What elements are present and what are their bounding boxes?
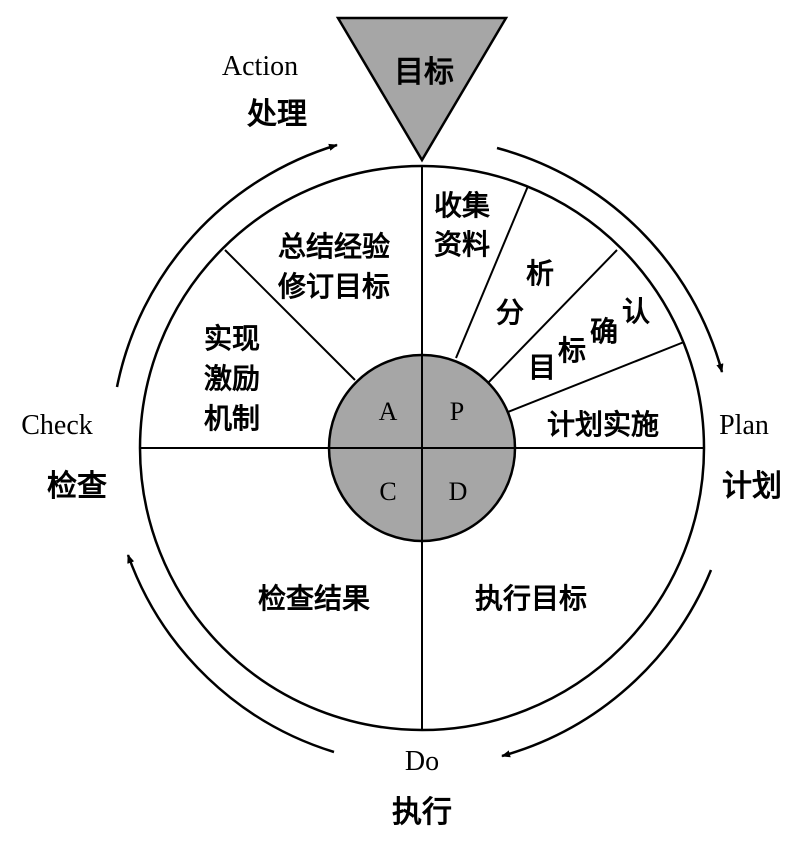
segment-implement-plan: 计划实施 (547, 408, 659, 441)
segment-check-result: 检查结果 (258, 582, 370, 615)
label-action-zh: 处理 (246, 97, 307, 132)
arrow-action-to-plan (496, 146, 724, 373)
arrow-do-to-check (126, 554, 335, 754)
segment-incentive-line1: 实现 (204, 322, 260, 355)
letter-c: C (379, 477, 396, 506)
label-do-en: Do (405, 746, 439, 777)
segment-summary-line1: 总结经验 (278, 230, 390, 263)
divider-plan-segment-3 (507, 341, 685, 413)
label-check-en: Check (21, 410, 93, 441)
label-do-zh: 执行 (392, 795, 452, 830)
segment-analyze-char2: 分 (496, 296, 524, 329)
segment-collect-line2: 资料 (434, 228, 490, 261)
label-plan-en: Plan (719, 410, 769, 441)
label-check-zh: 检查 (47, 469, 107, 504)
segment-confirm-char4: 认 (622, 295, 650, 328)
label-plan-zh: 计划 (722, 469, 782, 504)
segment-incentive-line3: 机制 (204, 402, 260, 435)
segment-summary-line2: 修订目标 (277, 270, 390, 303)
arrow-plan-to-do (501, 569, 713, 758)
divider-action-segment (224, 249, 356, 381)
letter-a: A (379, 397, 398, 426)
divider-plan-segment-1 (455, 185, 529, 359)
label-action-en: Action (222, 51, 298, 82)
segment-confirm-char3: 确 (590, 315, 618, 348)
arrow-check-to-action (115, 143, 338, 388)
segment-collect-line1: 收集 (434, 189, 490, 222)
segment-confirm-char2: 标 (558, 334, 586, 367)
target-triangle (335, 16, 509, 163)
segment-incentive-line2: 激励 (204, 362, 260, 395)
segment-analyze-char1: 析 (526, 257, 554, 290)
target-label: 目标 (394, 55, 454, 90)
letter-p: P (450, 397, 464, 426)
letter-d: D (449, 477, 468, 506)
segment-confirm-char1: 目 (528, 351, 556, 384)
segment-execute-target: 执行目标 (475, 582, 587, 615)
divider-plan-segment-2 (485, 249, 618, 386)
